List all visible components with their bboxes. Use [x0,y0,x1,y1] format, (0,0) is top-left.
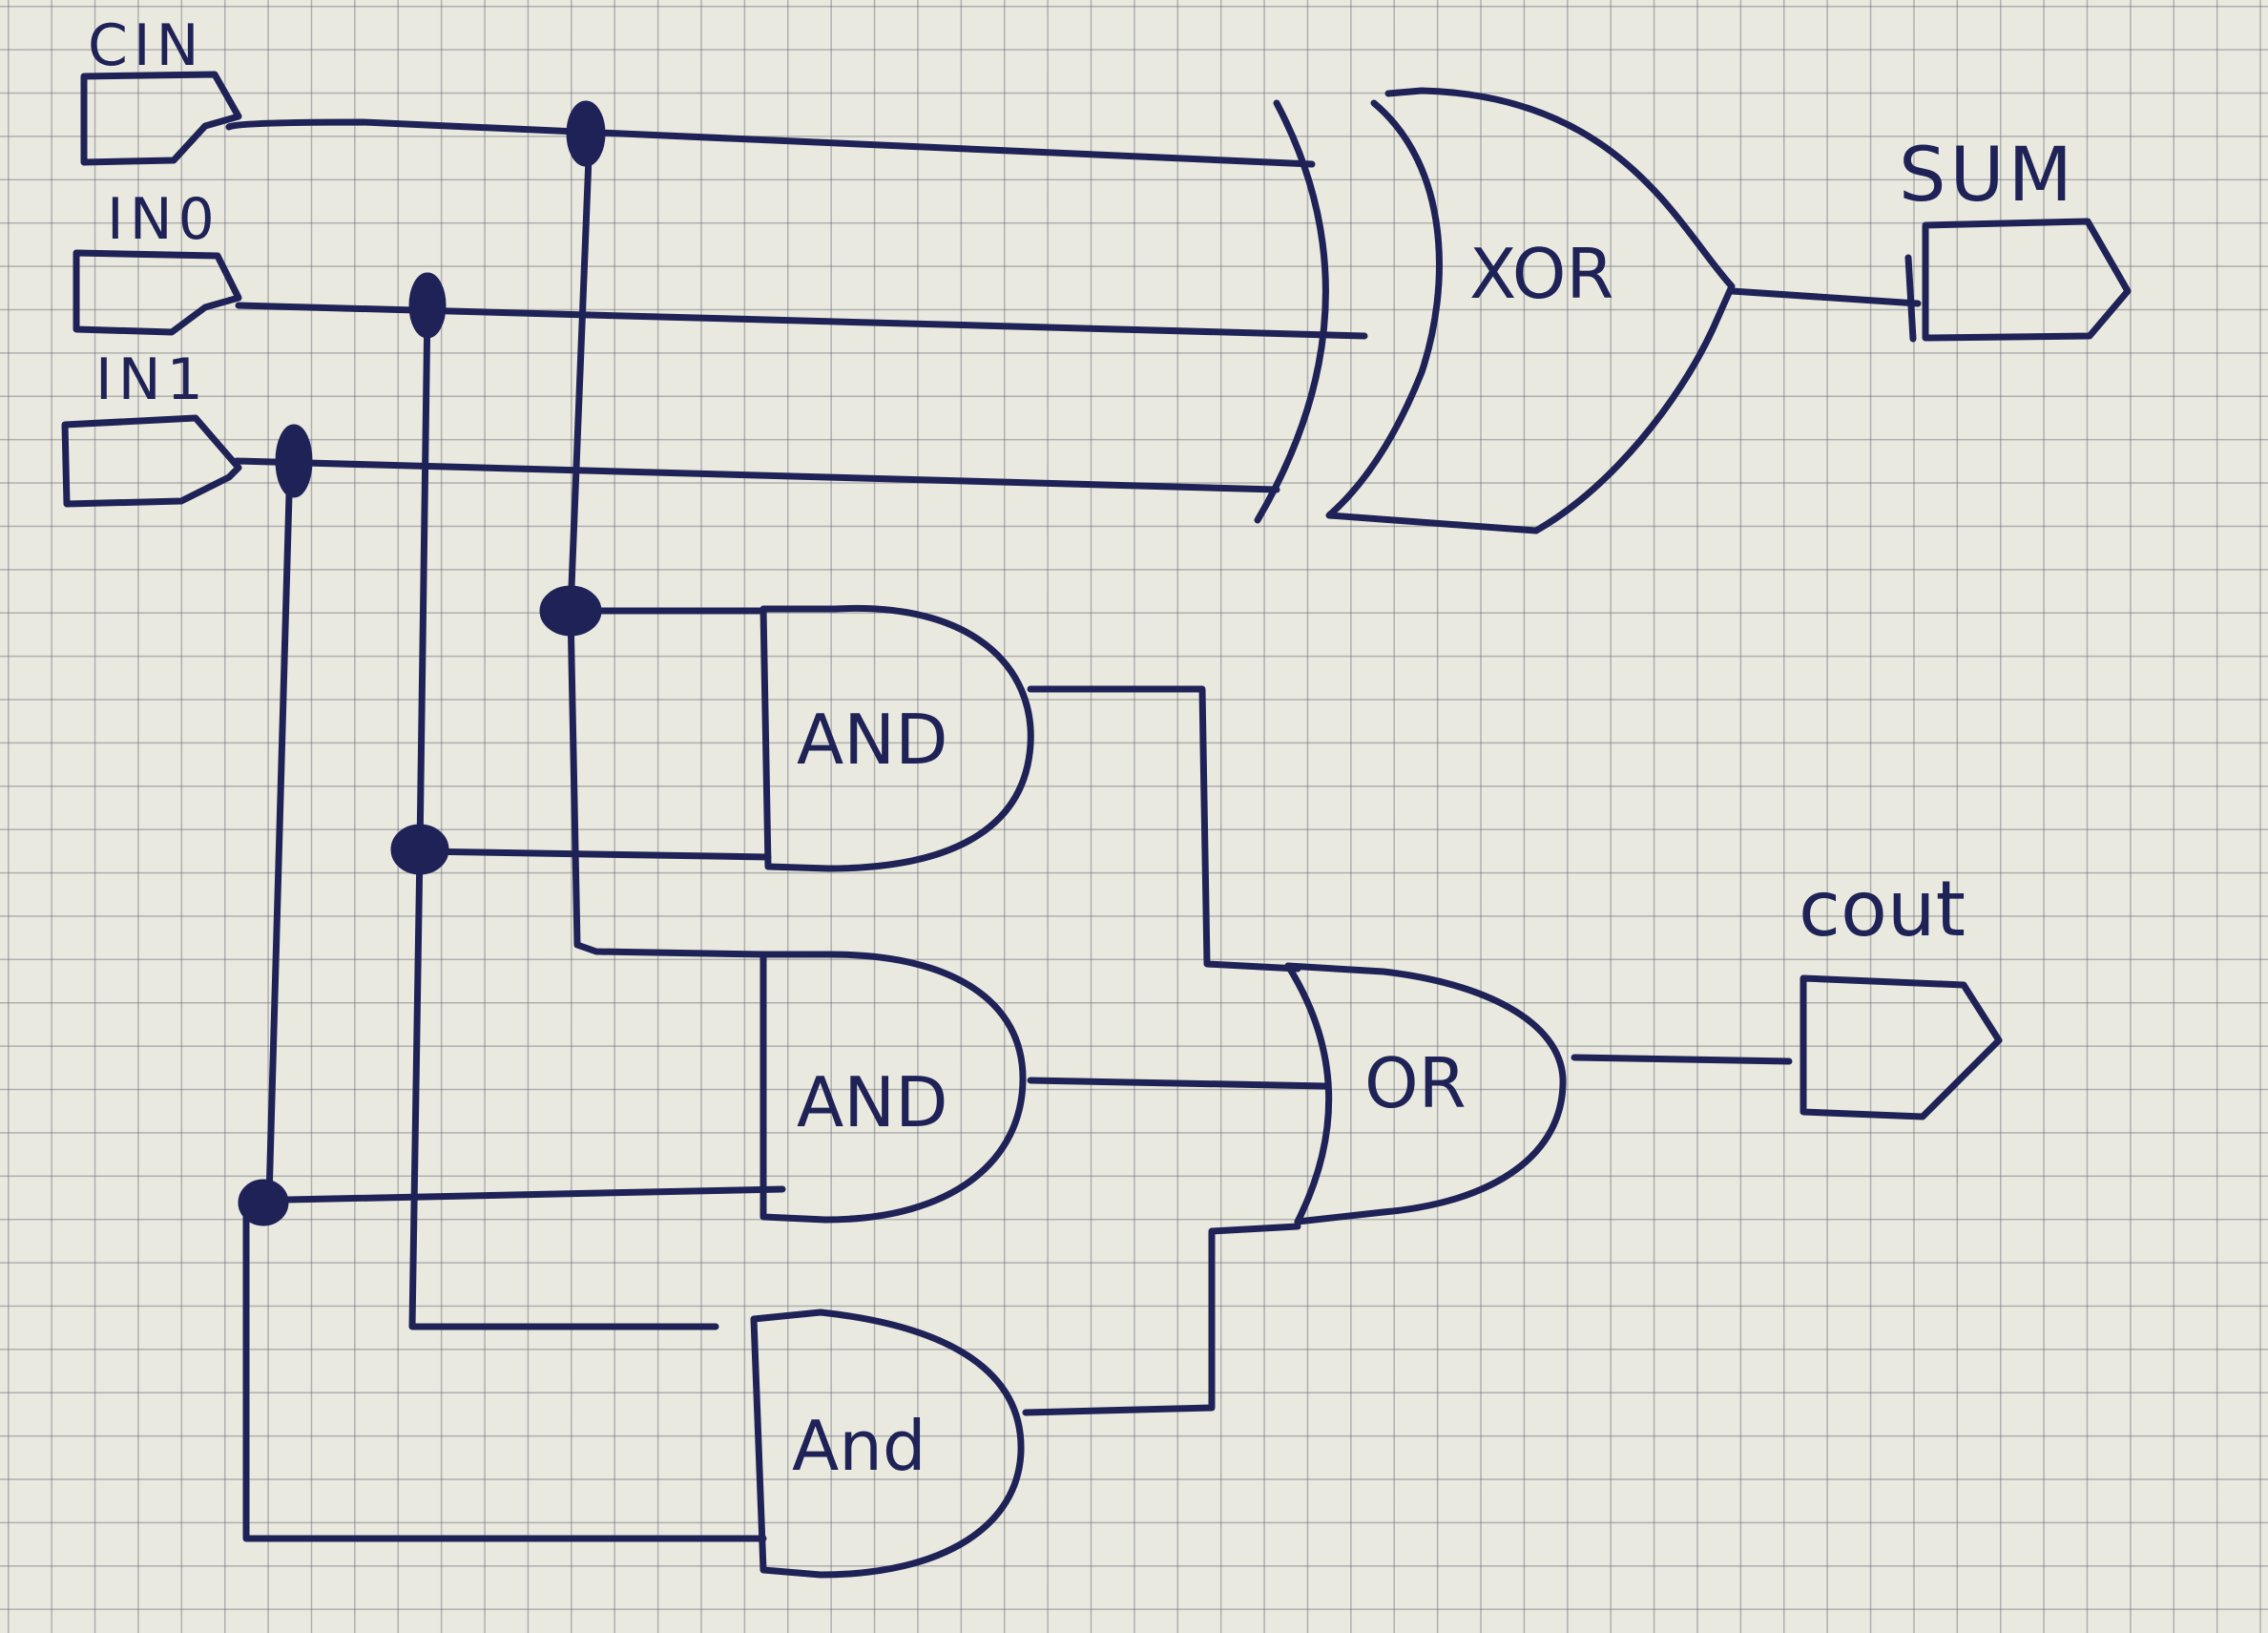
output-pin-cout: cout [1799,865,2003,1120]
and-gate-1-label: AND [797,700,948,780]
input-pin-in0: IN0 [73,186,242,336]
xor-gate: XOR [1254,87,1736,534]
wire-in0-vertical [408,302,719,1330]
wire-and1-to-or [1027,685,1301,973]
output-pin-sum: SUM [1899,133,2132,343]
wire-in1-vertical [242,457,767,1542]
wire-in0-to-xor [235,302,1368,340]
input-pin-cin: CIN [80,12,242,166]
output-label-cout: cout [1799,865,1966,953]
input-label-in0: IN0 [107,186,220,253]
and-gate-2: AND [759,951,1027,1224]
and-gate-3: And [750,1308,1025,1579]
output-label-sum: SUM [1899,133,2076,219]
or-gate-label: OR [1364,1043,1467,1123]
input-label-cin: CIN [88,12,204,79]
wire-and3-to-or [1022,1223,1301,1416]
wire-in1-to-xor [233,457,1280,493]
and-gate-3-label: And [792,1406,926,1486]
input-label-in1: IN1 [95,346,209,413]
input-pin-in1: IN1 [61,346,242,508]
and-gate-2-label: AND [797,1062,948,1142]
junction-in1 [275,424,313,498]
wire-in0-to-and1 [416,848,772,861]
wire-cin-vertical [567,130,767,958]
wire-in1-to-and2 [239,1185,786,1204]
or-gate: OR [1284,962,1567,1225]
wire-and2-to-or [1027,1077,1330,1090]
and-gate-1: AND [759,604,1034,872]
wire-or-to-cout [1571,1054,1793,1065]
wire-cin-to-xor [225,118,1316,168]
wire-xor-to-sum [1728,287,1922,307]
xor-gate-label: XOR [1469,234,1613,314]
